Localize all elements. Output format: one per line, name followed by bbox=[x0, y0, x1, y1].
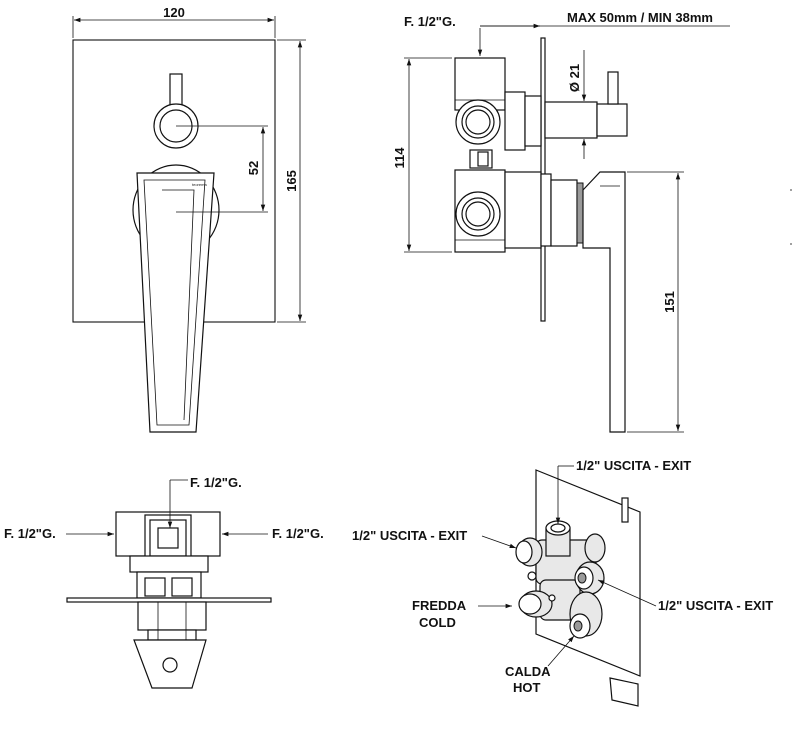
centers-dimension: 52 bbox=[246, 161, 261, 175]
wall-range-label: MAX 50mm / MIN 38mm bbox=[567, 10, 713, 25]
iso-diverter-rod bbox=[621, 497, 629, 523]
top-valve-body bbox=[115, 511, 221, 599]
side-lever bbox=[550, 171, 626, 433]
side-inlet-label: F. 1/2"G. bbox=[404, 14, 456, 29]
front-diverter-knob bbox=[153, 73, 199, 149]
top-view: F. 1/2"G. F. 1/2"G. F. 1/2"G. bbox=[4, 475, 324, 689]
cold-label-it: FREDDA bbox=[412, 598, 467, 613]
height-dimension: 165 bbox=[284, 170, 299, 192]
side-diverter-knob bbox=[544, 71, 628, 139]
front-view: teorema 120 165 52 bbox=[72, 5, 306, 433]
iso-right-exit-label: 1/2" USCITA - EXIT bbox=[658, 598, 773, 613]
hot-label-en: HOT bbox=[513, 680, 541, 695]
side-lower-outlet bbox=[455, 191, 501, 237]
iso-left-exit-label: 1/2" USCITA - EXIT bbox=[352, 528, 467, 543]
iso-lever bbox=[609, 677, 639, 707]
hot-label-it: CALDA bbox=[505, 664, 551, 679]
cold-label-en: COLD bbox=[419, 615, 456, 630]
right-inlet-label: F. 1/2"G. bbox=[272, 526, 324, 541]
side-view: F. 1/2"G. MAX 50mm / MIN 38mm Ø 21 114 1… bbox=[392, 10, 730, 433]
left-inlet-label: F. 1/2"G. bbox=[4, 526, 56, 541]
side-upper-outlet bbox=[455, 99, 501, 145]
width-dimension: 120 bbox=[163, 5, 185, 20]
isometric-view: 1/2" USCITA - EXIT 1/2" USCITA - EXIT 1/… bbox=[352, 458, 773, 707]
brand-mark: teorema bbox=[192, 182, 207, 187]
front-lever-handle bbox=[136, 172, 215, 433]
lever-height-dimension: 151 bbox=[662, 291, 677, 313]
diameter-dimension: Ø 21 bbox=[567, 64, 582, 92]
top-lever bbox=[133, 601, 207, 689]
body-height-dimension: 114 bbox=[392, 147, 407, 169]
top-inlet-label: F. 1/2"G. bbox=[190, 475, 242, 490]
iso-valve-body bbox=[515, 520, 606, 639]
iso-top-exit-label: 1/2" USCITA - EXIT bbox=[576, 458, 691, 473]
